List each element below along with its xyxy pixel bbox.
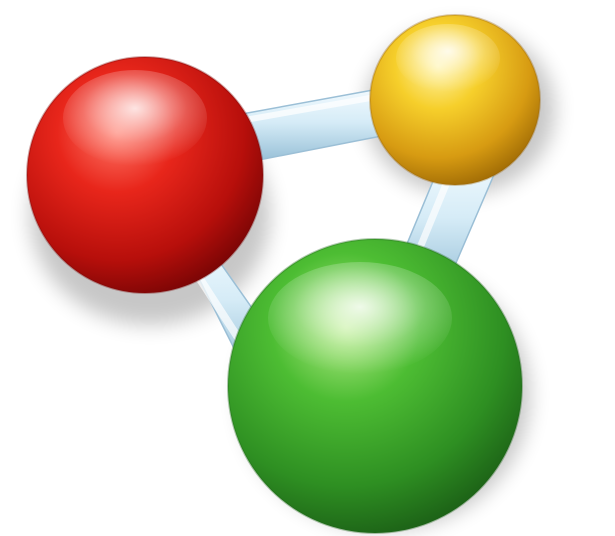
atom-red xyxy=(26,56,264,294)
atom-yellow xyxy=(369,14,541,186)
atom-green xyxy=(227,238,523,534)
